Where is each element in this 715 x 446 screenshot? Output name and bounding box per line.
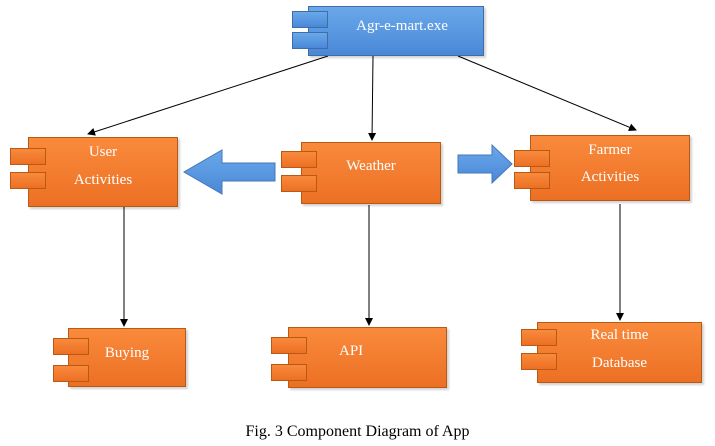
component-farmer-activities: Farmer Activities bbox=[514, 135, 690, 201]
component-tab-icon bbox=[292, 32, 328, 49]
connector-main-to-user-activities bbox=[87, 55, 329, 136]
component-tab-icon bbox=[281, 151, 317, 168]
component-tab-icon bbox=[514, 172, 550, 189]
component-tab-icon bbox=[53, 365, 89, 382]
connector-main-to-weather bbox=[368, 55, 377, 141]
component-label: Buying bbox=[104, 345, 150, 361]
component-weather: Weather bbox=[281, 142, 441, 204]
component-user-activities: User Activities bbox=[10, 137, 178, 207]
component-tab-icon bbox=[271, 337, 307, 354]
component-tab-icon bbox=[10, 172, 46, 189]
component-tab-icon bbox=[10, 148, 46, 165]
component-tab-icon bbox=[281, 175, 317, 192]
block-arrow-left bbox=[183, 149, 276, 195]
component-api: API bbox=[271, 327, 447, 388]
component-label-line2: Database bbox=[592, 355, 647, 371]
figure-caption: Fig. 3 Component Diagram of App bbox=[245, 423, 470, 440]
component-label: API bbox=[339, 343, 364, 359]
component-buying: Buying bbox=[53, 328, 186, 387]
connector-main-to-farmer-activities bbox=[457, 55, 637, 132]
component-tab-icon bbox=[521, 329, 557, 346]
component-label-line1: Real time bbox=[590, 327, 649, 343]
component-label: Agr-e-mart.exe bbox=[356, 18, 448, 34]
component-tab-icon bbox=[271, 364, 307, 381]
component-label: Weather bbox=[346, 158, 396, 174]
component-database: Real time Database bbox=[521, 322, 702, 383]
component-tab-icon bbox=[521, 353, 557, 370]
component-tab-icon bbox=[514, 150, 550, 167]
component-label-line2: Activities bbox=[73, 172, 133, 188]
component-label-line1: User bbox=[88, 144, 118, 160]
block-arrow-right bbox=[457, 143, 513, 185]
component-label-line2: Activities bbox=[580, 169, 640, 185]
component-tab-icon bbox=[292, 11, 328, 28]
component-tab-icon bbox=[53, 338, 89, 355]
component-agr-e-mart: Agr-e-mart.exe bbox=[292, 6, 484, 56]
component-label-line1: Farmer bbox=[588, 142, 632, 158]
